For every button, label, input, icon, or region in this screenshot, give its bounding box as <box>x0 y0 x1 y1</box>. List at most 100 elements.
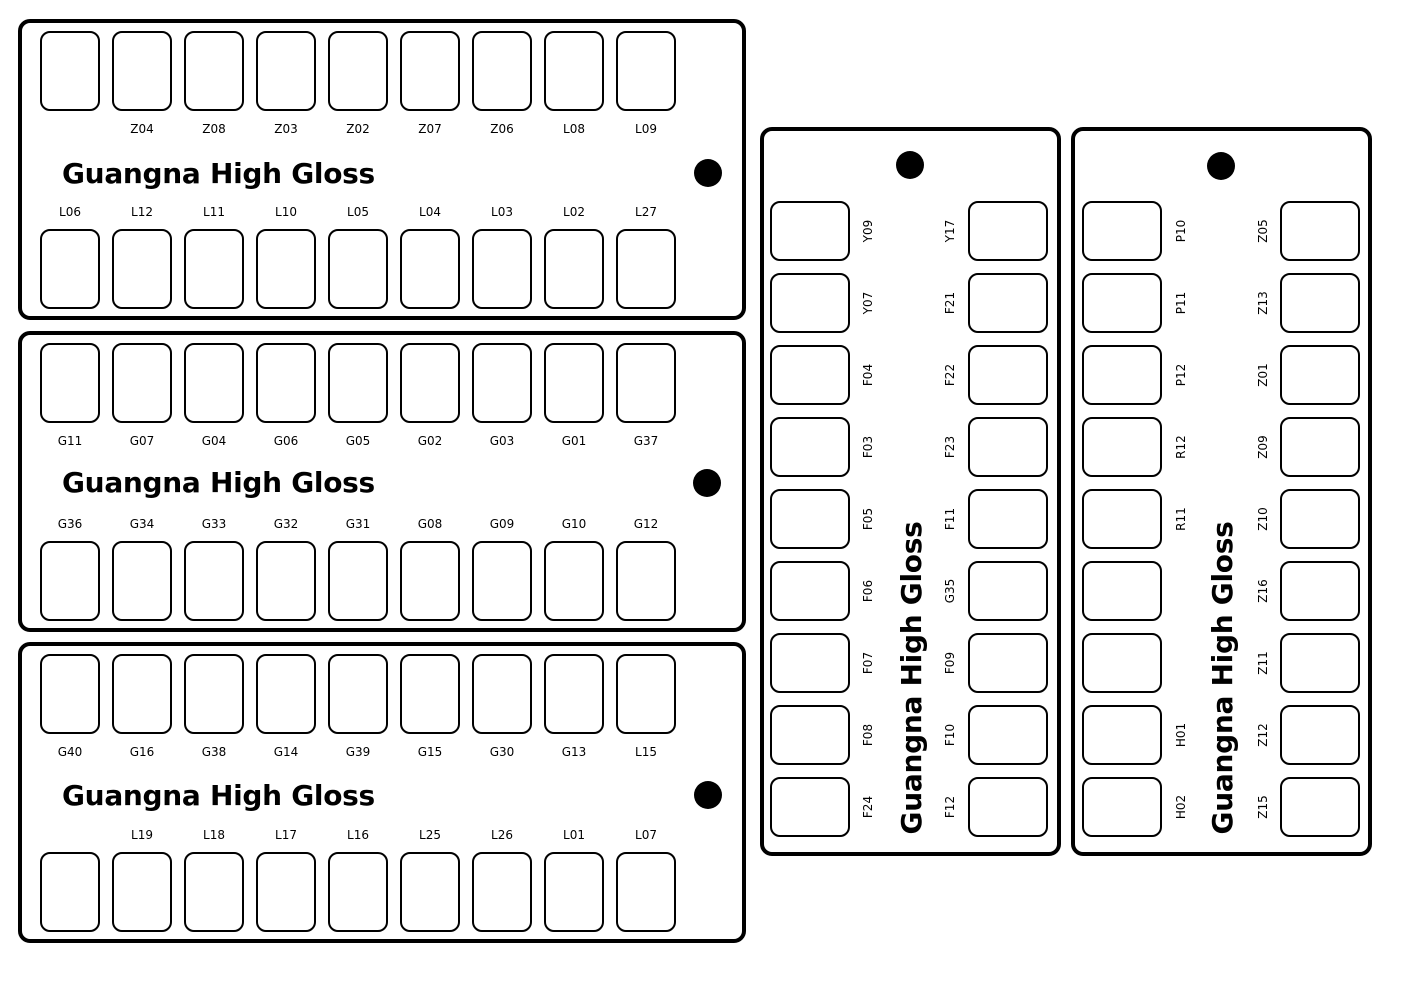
swatch <box>770 561 850 621</box>
swatch <box>1082 489 1162 549</box>
swatch <box>328 654 388 734</box>
swatch-code: Z10 <box>1256 507 1270 531</box>
swatch <box>968 345 1048 405</box>
swatch <box>256 852 316 932</box>
swatch <box>616 852 676 932</box>
swatch <box>256 541 316 621</box>
swatch <box>544 654 604 734</box>
swatch-code: F06 <box>861 579 875 603</box>
brand-title: Guangna High Gloss <box>895 521 928 835</box>
swatch <box>472 31 532 111</box>
swatch-code: L08 <box>563 122 585 136</box>
brand-title: Guangna High Gloss <box>62 157 375 190</box>
hang-hole <box>896 151 924 179</box>
swatch <box>1280 417 1360 477</box>
swatch <box>184 654 244 734</box>
swatch <box>1280 345 1360 405</box>
swatch-code: G04 <box>201 434 227 448</box>
swatch-code: Z11 <box>1256 651 1270 675</box>
swatch-code: F10 <box>943 723 957 747</box>
swatch <box>1280 273 1360 333</box>
color-card-1: Z04 Z08 Z03 Z02 Z07 Z06 L08 L09 Guangna … <box>18 19 746 320</box>
hang-hole <box>1207 152 1235 180</box>
swatch-code: F03 <box>861 435 875 459</box>
swatch <box>40 654 100 734</box>
swatch-code: G32 <box>273 517 299 531</box>
swatch <box>968 561 1048 621</box>
swatch-code: L07 <box>635 828 657 842</box>
swatch <box>1280 561 1360 621</box>
color-card-3: G40 G16 G38 G14 G39 G15 G30 G13 L15 Guan… <box>18 642 746 943</box>
swatch <box>400 654 460 734</box>
swatch-code: F09 <box>943 651 957 675</box>
swatch <box>968 417 1048 477</box>
swatch-code: L06 <box>59 205 81 219</box>
swatch <box>328 31 388 111</box>
hang-hole <box>694 159 722 187</box>
swatch <box>112 31 172 111</box>
swatch-code: P11 <box>1174 291 1188 315</box>
color-card-5: P10 P11 P12 R12 R11 H01 H02 Guangna High… <box>1071 127 1372 856</box>
swatch <box>40 343 100 423</box>
swatch <box>968 705 1048 765</box>
swatch <box>1082 417 1162 477</box>
swatch <box>770 345 850 405</box>
swatch-code: F23 <box>943 435 957 459</box>
swatch <box>1082 273 1162 333</box>
swatch-code: G08 <box>417 517 443 531</box>
swatch-code: F22 <box>943 363 957 387</box>
swatch <box>184 852 244 932</box>
swatch-code: F04 <box>861 363 875 387</box>
swatch <box>770 417 850 477</box>
swatch-code: Z07 <box>418 122 442 136</box>
swatch <box>544 852 604 932</box>
swatch-code: G31 <box>345 517 371 531</box>
brand-title: Guangna High Gloss <box>1206 521 1239 835</box>
swatch-code: L05 <box>347 205 369 219</box>
swatch-code: L15 <box>635 745 657 759</box>
swatch-code: G01 <box>561 434 587 448</box>
swatch-code: G35 <box>943 578 957 604</box>
swatch-code: Z04 <box>130 122 154 136</box>
swatch <box>184 541 244 621</box>
swatch-code <box>1174 571 1188 611</box>
swatch-code: G34 <box>129 517 155 531</box>
swatch <box>472 229 532 309</box>
swatch-code: G37 <box>633 434 659 448</box>
swatch <box>184 229 244 309</box>
swatch-code: R11 <box>1174 507 1188 531</box>
swatch <box>112 852 172 932</box>
swatch <box>616 343 676 423</box>
swatch-code: L18 <box>203 828 225 842</box>
swatch-code: P12 <box>1174 363 1188 387</box>
swatch <box>770 273 850 333</box>
swatch <box>472 654 532 734</box>
swatch-code: F12 <box>943 795 957 819</box>
swatch <box>1082 777 1162 837</box>
swatch <box>1082 705 1162 765</box>
swatch <box>112 229 172 309</box>
swatch-code: Y07 <box>861 291 875 315</box>
swatch <box>1280 633 1360 693</box>
swatch-code: L03 <box>491 205 513 219</box>
color-card-4: Y09 Y07 F04 F03 F05 F06 F07 F08 F24 Guan… <box>760 127 1061 856</box>
color-card-2: G11 G07 G04 G06 G05 G02 G03 G01 G37 Guan… <box>18 331 746 632</box>
swatch-code: G11 <box>57 434 83 448</box>
swatch <box>112 654 172 734</box>
swatch <box>770 201 850 261</box>
swatch <box>328 343 388 423</box>
swatch-code: G16 <box>129 745 155 759</box>
swatch <box>544 31 604 111</box>
swatch-code: H01 <box>1174 722 1188 748</box>
swatch-code: L01 <box>563 828 585 842</box>
swatch-code: Z02 <box>346 122 370 136</box>
swatch <box>616 31 676 111</box>
swatch-code: G39 <box>345 745 371 759</box>
swatch <box>472 541 532 621</box>
swatch <box>256 31 316 111</box>
swatch-code: G30 <box>489 745 515 759</box>
swatch-code: Z16 <box>1256 579 1270 603</box>
swatch-code: L27 <box>635 205 657 219</box>
swatch-code: Z15 <box>1256 795 1270 819</box>
swatch-code: G15 <box>417 745 443 759</box>
